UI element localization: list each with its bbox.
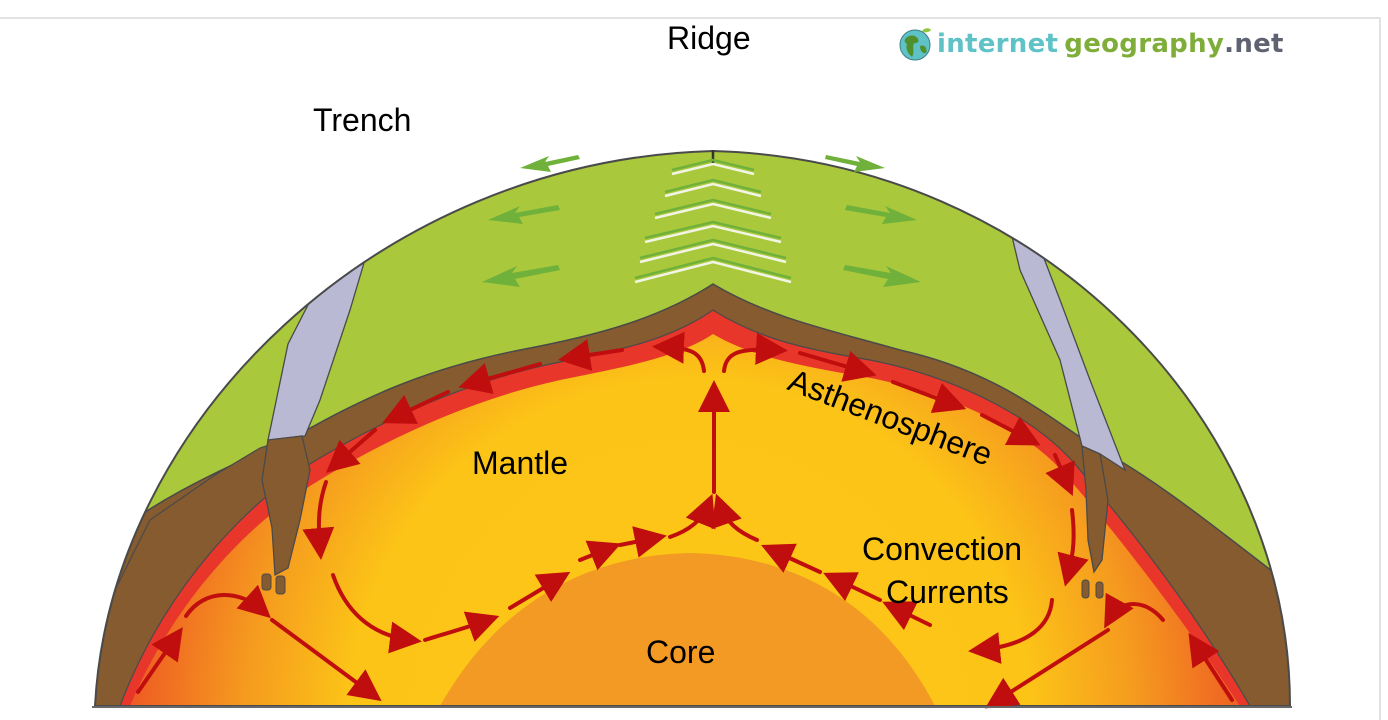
left-magma-chunk [261,573,272,591]
center-merge-left [668,493,716,539]
right-magma-chunk [1095,581,1104,599]
plate-arrow-left [520,155,580,172]
right-magma-chunk [1081,579,1090,599]
label-convection: Convection [862,531,1022,567]
left-edge-curve [184,584,271,619]
logo-part-geography: geography [1064,29,1225,59]
upper-arrow-left [325,428,377,473]
plate-arrow-right [845,205,917,224]
mantle-layer [130,334,1240,706]
lower-arrow-up-right [423,611,500,642]
label-core: Core [646,634,715,670]
right-subducting-plate [1081,444,1109,574]
left-edge-up-arrow [136,627,183,694]
lower-arrow-up-right [508,571,571,610]
label-currents: Currents [886,574,1009,610]
right-edge-up-arrow [1188,632,1234,702]
center-merge-right [711,493,759,542]
logo-part-internet: internet [937,29,1059,59]
convection-arrows [136,331,1234,709]
lower-left-curve [331,573,422,654]
globe-icon [899,28,931,61]
left-subducting-plate [261,435,311,577]
logo-part-net: .net [1224,29,1284,59]
upper-arrow-left [458,362,542,394]
upper-arrow-right [798,351,877,382]
right-down-arrow [1057,508,1089,587]
image-frame [0,17,1381,720]
upper-arrow-right [1045,453,1075,497]
right-edge-curve [1104,592,1165,629]
left-down-arrow [302,480,335,560]
upper-arrow-right [980,413,1041,446]
lower-arrow-up-right [578,540,622,571]
left-magma-chunk [275,575,286,595]
upper-arrow-left [382,390,450,424]
lower-arrow-up-left [882,601,932,631]
plate-motion-arrows [482,155,921,287]
lower-arrow-up-left [823,572,882,602]
right-down-diagonal [984,628,1110,709]
lower-right-curve [968,598,1054,664]
plate-arrow-left [488,205,560,224]
ridge-arrow-right [722,332,788,373]
upper-arrow-right [891,380,967,414]
ridge-arrow-left [652,331,706,373]
upper-arrow-left [558,339,624,371]
lower-arrow-up-right [618,526,667,558]
plate-arrow-left [482,265,560,287]
left-down-diagonal [270,618,382,702]
label-mantle: Mantle [472,445,568,481]
label-ridge: Ridge [667,20,751,56]
ridge-stripes [634,150,792,284]
plate-arrow-right [825,155,885,172]
label-trench: Trench [313,102,411,138]
internetgeography-logo: internet geography .net [898,26,1284,62]
lower-arrow-up-left [761,543,822,574]
plate-arrow-right [843,265,921,287]
